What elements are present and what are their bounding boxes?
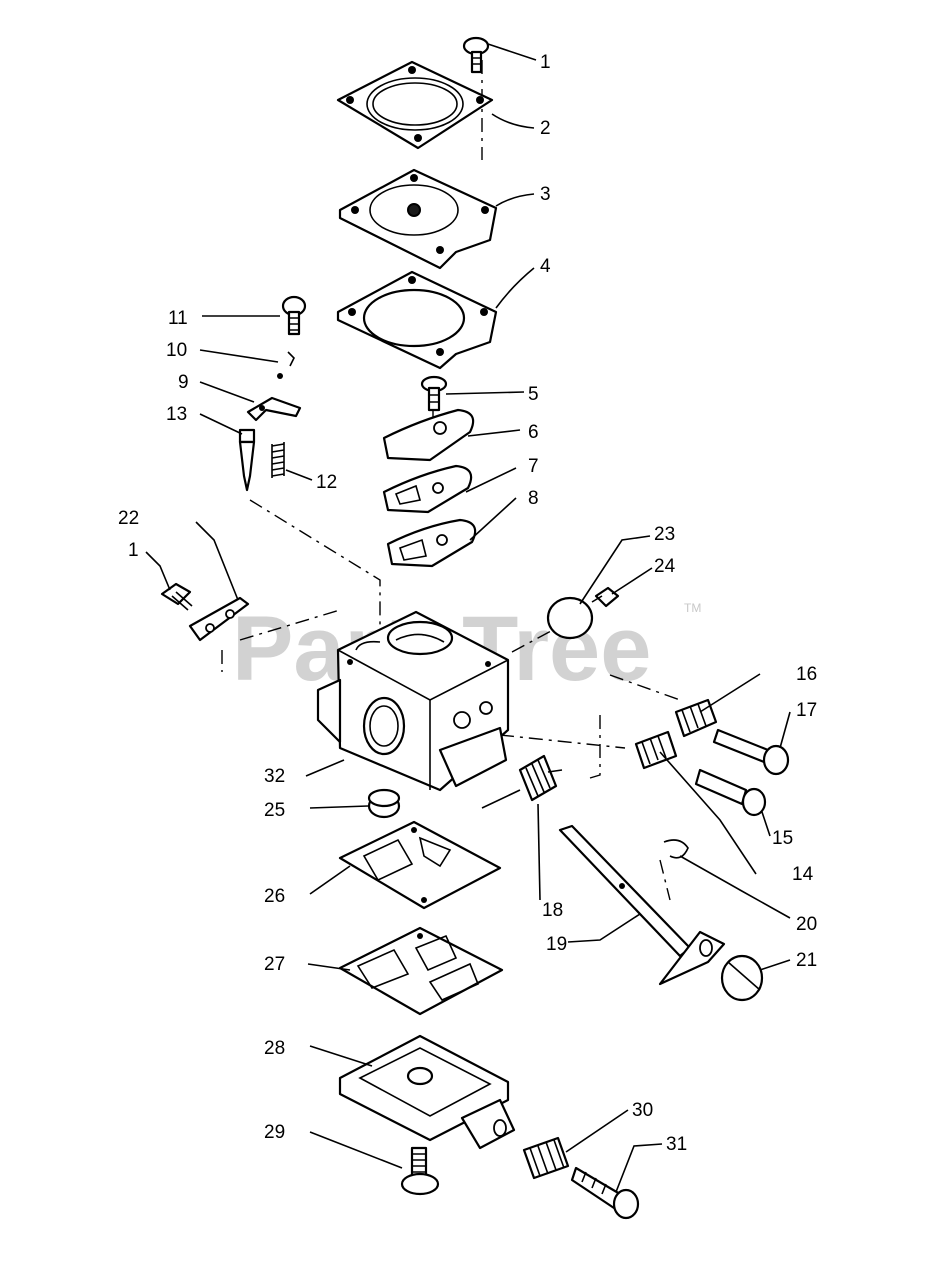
callout-label-5: 5 xyxy=(528,384,539,405)
lever-screw xyxy=(281,295,307,336)
callout-label-28: 28 xyxy=(264,1038,285,1059)
throttle-plate xyxy=(546,596,594,640)
callout-label-21: 21 xyxy=(796,950,817,971)
callout-label-20: 20 xyxy=(796,914,817,935)
callout-label-12: 12 xyxy=(316,472,337,493)
callout-label-18: 18 xyxy=(542,900,563,921)
callout-label-1: 1 xyxy=(540,52,551,73)
callout-label-14: 14 xyxy=(792,864,814,885)
lever-spring xyxy=(271,442,285,478)
callout-label-7: 7 xyxy=(528,456,539,477)
callout-label-10: 10 xyxy=(166,340,187,361)
clip xyxy=(663,839,689,859)
inlet-needle xyxy=(238,428,256,492)
callout-label-6: 6 xyxy=(528,422,539,443)
bracket xyxy=(188,596,250,642)
lever-pin xyxy=(277,351,295,379)
idle-needle xyxy=(694,768,767,817)
adjust-spring xyxy=(522,1136,570,1180)
cover-screw-top xyxy=(462,36,490,74)
callout-label-8: 8 xyxy=(528,488,539,509)
callout-label-22: 22 xyxy=(118,508,139,529)
metering-gasket xyxy=(386,518,477,568)
callout-label-24: 24 xyxy=(654,556,676,577)
throttle-shaft xyxy=(558,824,726,986)
control-lever xyxy=(246,396,302,422)
bottom-cover xyxy=(338,1034,516,1150)
bracket-screw xyxy=(160,582,193,611)
watermark-trademark: TM xyxy=(684,601,701,615)
callout-label-27: 27 xyxy=(264,954,285,975)
callout-label-17: 17 xyxy=(796,700,817,721)
callout-label-19: 19 xyxy=(546,934,567,955)
metering-diaphragm xyxy=(382,464,473,514)
pump-gasket xyxy=(336,270,498,370)
bottom-gasket xyxy=(338,820,502,910)
throttle-spring xyxy=(481,754,563,809)
callout-label-1b: 1 xyxy=(128,540,139,561)
welch-plug xyxy=(367,788,401,819)
pump-cover xyxy=(336,60,494,150)
callout-label-2: 2 xyxy=(540,118,551,139)
fuel-pump-diaphragm xyxy=(338,168,498,270)
callout-label-31: 31 xyxy=(666,1134,687,1155)
callout-labels: 1 2 3 4 5 6 7 8 9 10 11 12 13 14 15 16 1… xyxy=(118,52,817,1155)
carburetor-body xyxy=(316,610,510,792)
plate-screw xyxy=(591,586,620,608)
shaft-plug xyxy=(720,954,764,1002)
callout-label-30: 30 xyxy=(632,1100,653,1121)
adjust-screw xyxy=(570,1166,640,1220)
metering-plate xyxy=(382,408,475,462)
callout-label-29: 29 xyxy=(264,1122,285,1143)
high-needle xyxy=(712,728,790,776)
callout-label-11: 11 xyxy=(168,308,188,329)
callout-label-16: 16 xyxy=(796,664,817,685)
callout-label-32: 32 xyxy=(264,766,285,787)
bottom-diaphragm xyxy=(338,926,504,1016)
bottom-screw xyxy=(400,1146,440,1196)
callout-label-4: 4 xyxy=(540,256,551,277)
callout-label-23: 23 xyxy=(654,524,675,545)
leader-lines xyxy=(145,43,791,1193)
control-lever-screw xyxy=(420,375,448,412)
callout-label-3: 3 xyxy=(540,184,551,205)
callout-label-15: 15 xyxy=(772,828,793,849)
callout-label-26: 26 xyxy=(264,886,285,907)
callout-label-25: 25 xyxy=(264,800,285,821)
callout-label-13: 13 xyxy=(166,404,187,425)
callout-label-9: 9 xyxy=(178,372,189,393)
